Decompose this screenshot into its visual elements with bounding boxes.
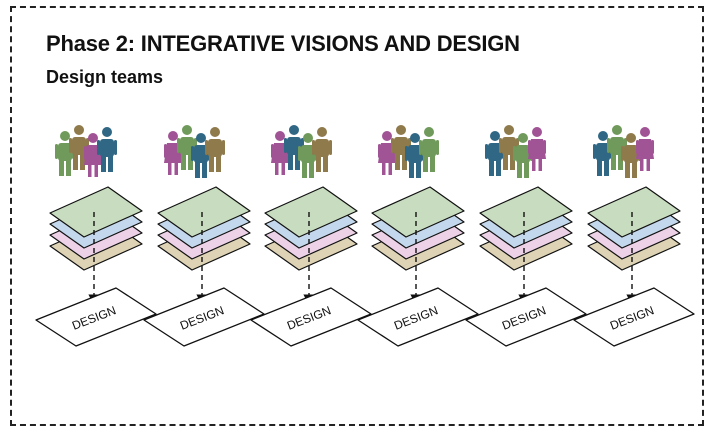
stack-layer-green	[264, 186, 358, 238]
team-people-group	[164, 125, 225, 178]
stack-layer-green	[371, 186, 465, 238]
layer-stack	[587, 186, 681, 271]
layer-stack	[371, 186, 465, 271]
page-title: Phase 2: INTEGRATIVE VISIONS AND DESIGN	[46, 31, 520, 56]
layer-stack	[264, 186, 358, 271]
design-sheet	[465, 287, 587, 347]
person-icon	[177, 125, 197, 170]
person-icon	[97, 127, 117, 172]
design-sheet	[357, 287, 479, 347]
person-icon	[405, 133, 425, 178]
person-icon	[164, 131, 182, 175]
person-icon	[528, 127, 546, 171]
person-icon	[312, 127, 332, 172]
person-icon	[636, 127, 654, 171]
person-icon	[485, 131, 505, 176]
person-icon	[69, 125, 89, 170]
person-icon	[378, 131, 396, 175]
person-icon	[298, 133, 318, 178]
stack-layer-green	[479, 186, 573, 238]
person-icon	[499, 125, 519, 170]
design-team-2: DESIGN	[143, 125, 265, 347]
person-icon	[271, 131, 289, 175]
team-people-group	[271, 125, 332, 178]
design-team-5: DESIGN	[465, 125, 587, 347]
person-icon	[55, 131, 75, 176]
person-icon	[593, 131, 613, 176]
person-icon	[205, 127, 225, 172]
team-people-group	[593, 125, 654, 178]
design-sheet	[573, 287, 695, 347]
layer-stack	[479, 186, 573, 271]
stack-layer-green	[49, 186, 143, 238]
design-team-4: DESIGN	[357, 125, 479, 347]
section-subtitle: Design teams	[46, 67, 164, 87]
person-icon	[284, 125, 304, 170]
design-sheet	[35, 287, 157, 347]
design-sheet	[143, 287, 265, 347]
team-people-group	[378, 125, 439, 178]
design-team-3: DESIGN	[250, 125, 372, 347]
design-team-1: DESIGN	[35, 125, 157, 347]
layer-stack	[157, 186, 251, 271]
team-people-group	[485, 125, 546, 178]
team-people-group	[55, 125, 117, 177]
design-sheet	[250, 287, 372, 347]
stack-layer-green	[157, 186, 251, 238]
stack-layer-green	[587, 186, 681, 238]
person-icon	[191, 133, 211, 178]
person-icon	[419, 127, 439, 172]
layer-stack	[49, 186, 143, 271]
person-icon	[607, 125, 627, 170]
design-team-6: DESIGN	[573, 125, 695, 347]
